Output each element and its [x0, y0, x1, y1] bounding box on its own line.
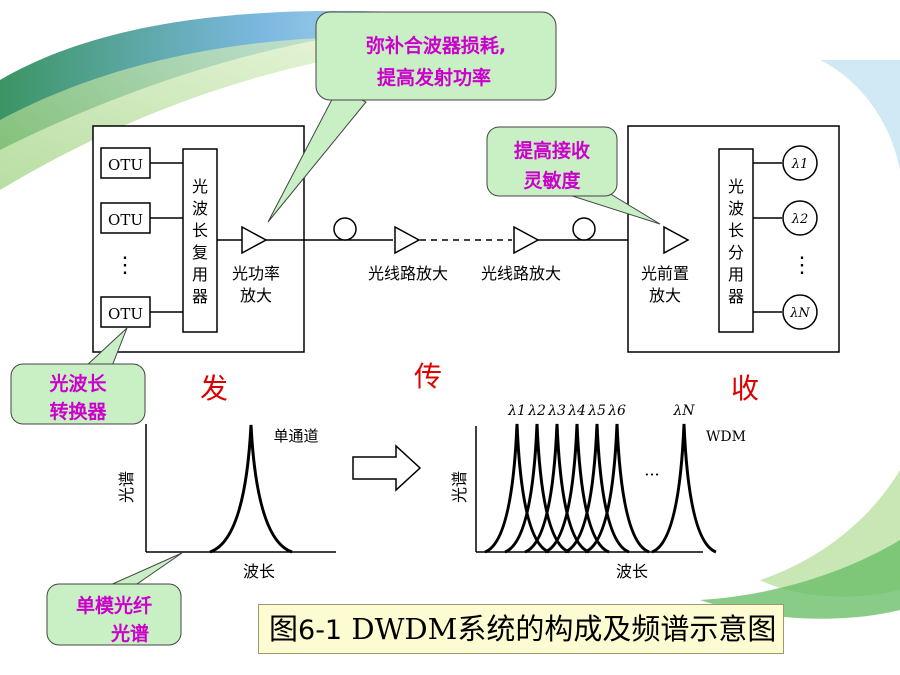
callout-line: 单模光纤: [76, 594, 152, 617]
callout-line: 光谱: [110, 622, 149, 645]
peak-label: 单通道: [273, 427, 318, 445]
callout-line: 转换器: [49, 400, 107, 423]
fiber-coil-icon: [572, 217, 596, 241]
demux-label-char: 分: [728, 243, 744, 262]
otu-ellipsis: ⋮: [114, 253, 136, 278]
callout-line: 灵敏度: [523, 169, 581, 192]
line-amplifier-label: 光线路放大: [481, 264, 561, 283]
wdm-channel-peak: [651, 423, 717, 554]
callout-line: 提高接收: [514, 139, 590, 162]
wdm-lambda-label: λ3: [547, 403, 566, 419]
wdm-lambda-label: λ1: [507, 403, 526, 419]
demux-label-char: 波: [728, 199, 744, 218]
detector-lambda: λ1: [791, 157, 809, 172]
callout-line: 提高发射功率: [377, 66, 491, 89]
booster-amplifier-icon: [241, 225, 268, 255]
single-channel-peak: [209, 424, 293, 554]
detector-icon: [782, 294, 818, 330]
x-axis-label: 波长: [243, 562, 275, 581]
section-receive-label: 收: [731, 372, 759, 405]
otu-label: OTU: [108, 156, 143, 174]
otu-label: OTU: [108, 211, 143, 229]
detector-lambda: λN: [789, 306, 810, 321]
wavelength-multiplexer: [182, 148, 218, 333]
mux-label-char: 用: [192, 265, 208, 284]
callout-compensate-loss: 弥补合波器损耗, 提高发射功率: [267, 11, 557, 223]
background-decoration: [0, 10, 900, 619]
wdm-ellipsis: ···: [644, 465, 659, 484]
detector-lambda: λ2: [791, 212, 809, 227]
mux-label-char: 长: [192, 221, 208, 240]
y-axis-label: 光谱: [450, 471, 469, 503]
wdm-channel-peak: [584, 423, 650, 554]
callout-line: 弥补合波器损耗,: [366, 34, 506, 57]
preamp-label: 光前置: [641, 264, 689, 283]
wdm-channel-peak: [564, 423, 630, 554]
wdm-channel-peak: [524, 423, 590, 554]
section-send-label: 发: [200, 372, 228, 405]
callout-receive-sensitivity: 提高接收 灵敏度: [486, 126, 661, 225]
single-channel-spectrum: 单通道 波长 光谱: [117, 424, 336, 581]
booster-label: 光功率: [232, 264, 280, 283]
line-amplifier-icon: [394, 225, 421, 255]
wdm-lambda-label: λ2: [527, 403, 546, 419]
wdm-lambda-label: λ5: [587, 403, 606, 419]
demux-label-char: 用: [728, 265, 744, 284]
x-axis-label: 波长: [616, 562, 648, 581]
otu-box: [100, 296, 151, 328]
callout-line: 光波长: [48, 372, 107, 395]
hollow-arrow-icon: [352, 444, 422, 492]
wdm-channel-peak: [484, 423, 550, 554]
y-axis-label: 光谱: [117, 471, 136, 503]
booster-label: 放大: [240, 286, 272, 305]
mux-label-char: 复: [192, 243, 208, 262]
callout-fiber-spectrum: 单模光纤 光谱: [46, 552, 183, 646]
mux-label-char: 光: [192, 177, 208, 196]
mux-label-char: 器: [192, 287, 208, 306]
detector-icon: [782, 200, 818, 236]
preamp-label: 放大: [649, 286, 681, 305]
wdm-channel-peak: [504, 423, 570, 554]
line-amplifier-icon: [513, 225, 540, 255]
wdm-lambda-label: λ6: [607, 403, 626, 419]
demux-label-char: 器: [728, 287, 744, 306]
figure-caption: 图6-1 DWDM系统的构成及频谱示意图: [258, 604, 784, 654]
caption-number: 6-1: [298, 615, 343, 646]
detector-ellipsis: ⋮: [791, 253, 813, 278]
otu-label: OTU: [108, 305, 143, 323]
fiber-coil-icon: [333, 217, 357, 241]
caption-text: DWDM系统的构成及频谱示意图: [342, 612, 777, 646]
demux-label-char: 长: [728, 221, 744, 240]
preamplifier-icon: [663, 225, 690, 255]
callout-wavelength-converter: 光波长 转换器: [10, 327, 146, 425]
demux-label-char: 光: [728, 177, 744, 196]
caption-fig: 图: [269, 612, 299, 646]
wdm-channel-peak: [544, 423, 610, 554]
line-amplifier-label: 光线路放大: [368, 264, 448, 283]
mux-label-char: 波: [192, 199, 208, 218]
wavelength-demultiplexer: [718, 148, 754, 333]
wdm-label: WDM: [706, 429, 746, 445]
wdm-lambda-label: λN: [672, 403, 695, 419]
section-transmit-label: 传: [414, 360, 442, 393]
wdm-lambda-label: λ4: [567, 403, 586, 419]
detector-icon: [782, 145, 818, 181]
otu-box: [100, 202, 151, 234]
